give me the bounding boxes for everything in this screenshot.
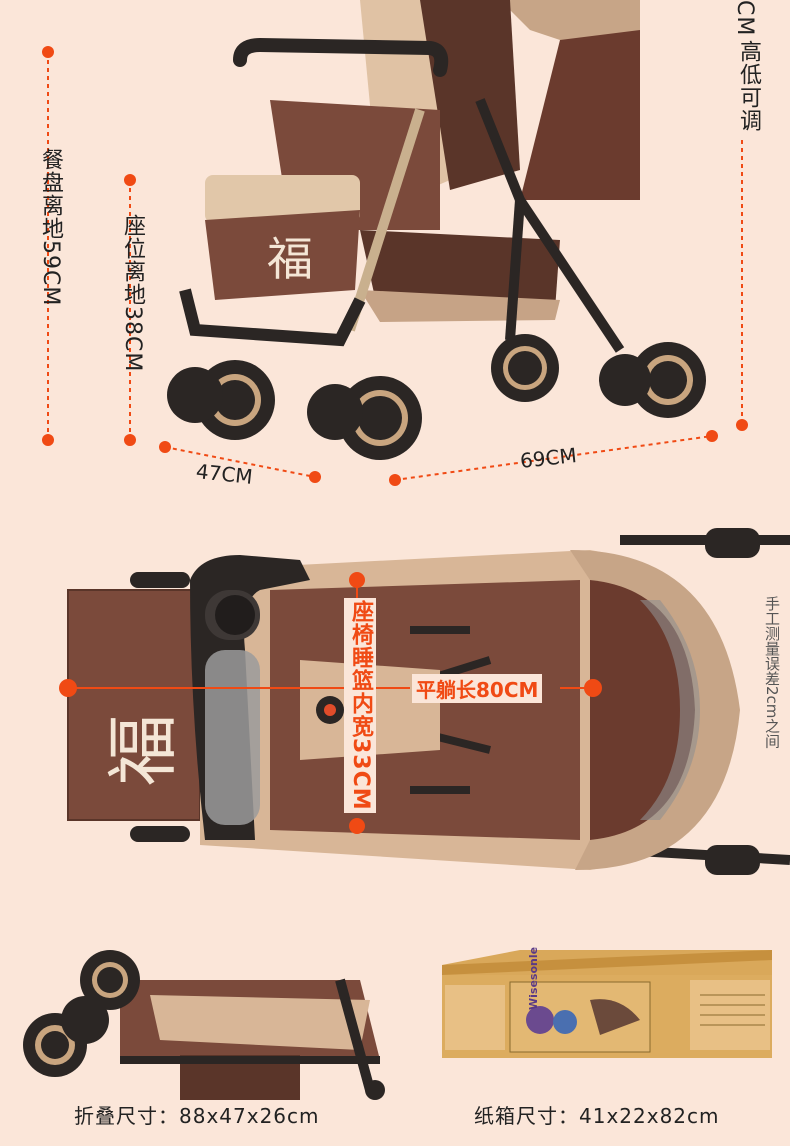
measure-dots	[59, 572, 602, 834]
flat-length-label: 平躺长80CM	[412, 674, 543, 703]
stroller-top-illustration: 福	[59, 528, 790, 875]
wheel-front-right	[338, 376, 422, 460]
seat-height-label: 座位离地38CM	[120, 214, 145, 373]
box-brand-label: Wisesonle	[527, 946, 540, 1010]
frame-front-leg	[345, 108, 425, 332]
fu-emblem-top: 福	[101, 714, 185, 786]
fu-emblem-side: 福	[267, 232, 313, 286]
wheel-front-right-2	[307, 384, 363, 440]
folded-stroller	[23, 950, 385, 1100]
stroller-side-illustration: 福	[42, 0, 748, 486]
carton-box	[442, 950, 772, 1058]
tray-window	[205, 650, 260, 825]
side-view-section: 福	[0, 0, 790, 510]
canopy-top	[570, 550, 740, 870]
wheel-rear-left	[491, 334, 559, 402]
canopy-back	[520, 30, 640, 200]
handle-bar	[233, 37, 449, 77]
wheel-front-left-2	[167, 367, 223, 423]
handle-adjustable-label: 高低可调	[736, 40, 761, 132]
dimension-dots	[42, 46, 748, 486]
tray-cover	[205, 175, 360, 223]
tray-height-label: 餐盘离地59CM	[38, 148, 63, 307]
mesh-window	[640, 600, 700, 820]
measurement-note: 手工测量误差2cm之间	[763, 596, 781, 749]
folded-size-caption: 折叠尺寸：88x47x26cm	[74, 1104, 320, 1128]
frame-rear-leg	[515, 197, 625, 353]
folded-and-box-illustration	[23, 950, 772, 1100]
packaging-section: Wisesonle 折叠尺寸：88x47x26cm 纸箱尺寸：41x22x82c…	[0, 940, 790, 1146]
carton-size-caption: 纸箱尺寸：41x22x82cm	[474, 1104, 720, 1128]
dimension-lines	[47, 52, 743, 481]
wheel-rear-right	[630, 342, 706, 418]
footrest	[205, 210, 360, 300]
top-view-section: 福	[0, 510, 790, 940]
basket-width-label: 座椅睡篮内宽33CM	[344, 598, 376, 813]
handle-height-suffix: CM	[732, 0, 757, 37]
canopy	[500, 0, 640, 42]
